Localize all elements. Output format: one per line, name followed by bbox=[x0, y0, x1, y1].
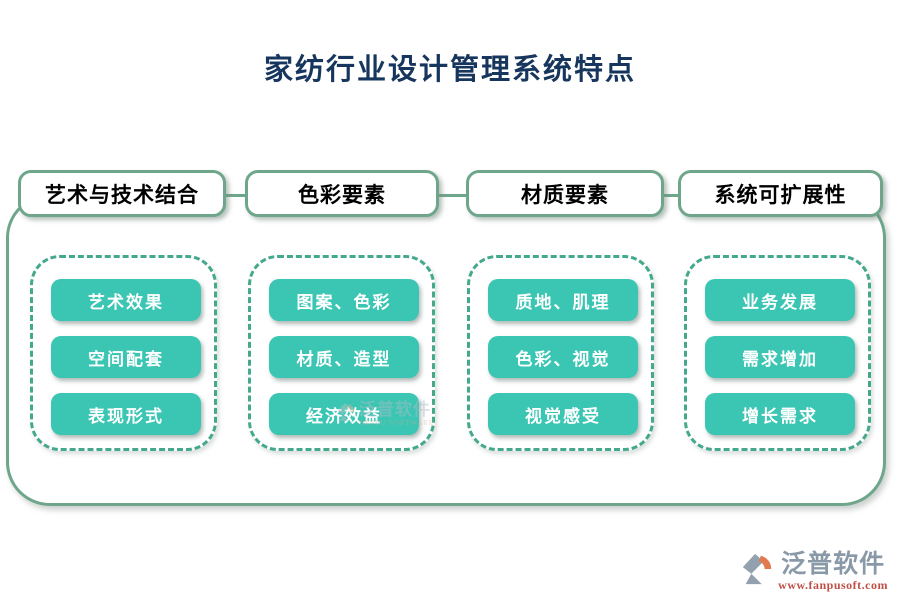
feature-pill: 质地、肌理 bbox=[488, 279, 638, 321]
feature-pill: 增长需求 bbox=[705, 393, 855, 435]
feature-group-1: 艺术效果 空间配套 表现形式 bbox=[30, 255, 217, 451]
category-tab-4: 系统可扩展性 bbox=[678, 170, 883, 217]
feature-pill: 业务发展 bbox=[705, 279, 855, 321]
fanpu-logo-icon bbox=[740, 551, 774, 592]
fanpu-url-text: www.fanpusoft.com bbox=[778, 578, 888, 592]
feature-group-3: 质地、肌理 色彩、视觉 视觉感受 bbox=[467, 255, 654, 451]
category-tab-3: 材质要素 bbox=[466, 170, 664, 217]
feature-pill: 空间配套 bbox=[51, 336, 201, 378]
feature-pill: 经济效益 bbox=[269, 393, 419, 435]
fanpu-brand-text: 泛普软件 bbox=[781, 551, 886, 578]
feature-pill: 图案、色彩 bbox=[269, 279, 419, 321]
feature-pill: 材质、造型 bbox=[269, 336, 419, 378]
feature-pill: 色彩、视觉 bbox=[488, 336, 638, 378]
fanpu-logo: 泛普软件 www.fanpusoft.com bbox=[740, 551, 888, 592]
diagram-title: 家纺行业设计管理系统特点 bbox=[263, 54, 636, 86]
category-tab-1: 艺术与技术结合 bbox=[18, 170, 226, 217]
feature-group-2: 图案、色彩 材质、造型 经济效益 bbox=[248, 255, 435, 451]
feature-pill: 视觉感受 bbox=[488, 393, 638, 435]
feature-pill: 艺术效果 bbox=[51, 279, 201, 321]
feature-pill: 需求增加 bbox=[705, 336, 855, 378]
feature-pill: 表现形式 bbox=[51, 393, 201, 435]
feature-group-4: 业务发展 需求增加 增长需求 bbox=[684, 255, 871, 451]
category-tab-2: 色彩要素 bbox=[245, 170, 439, 217]
